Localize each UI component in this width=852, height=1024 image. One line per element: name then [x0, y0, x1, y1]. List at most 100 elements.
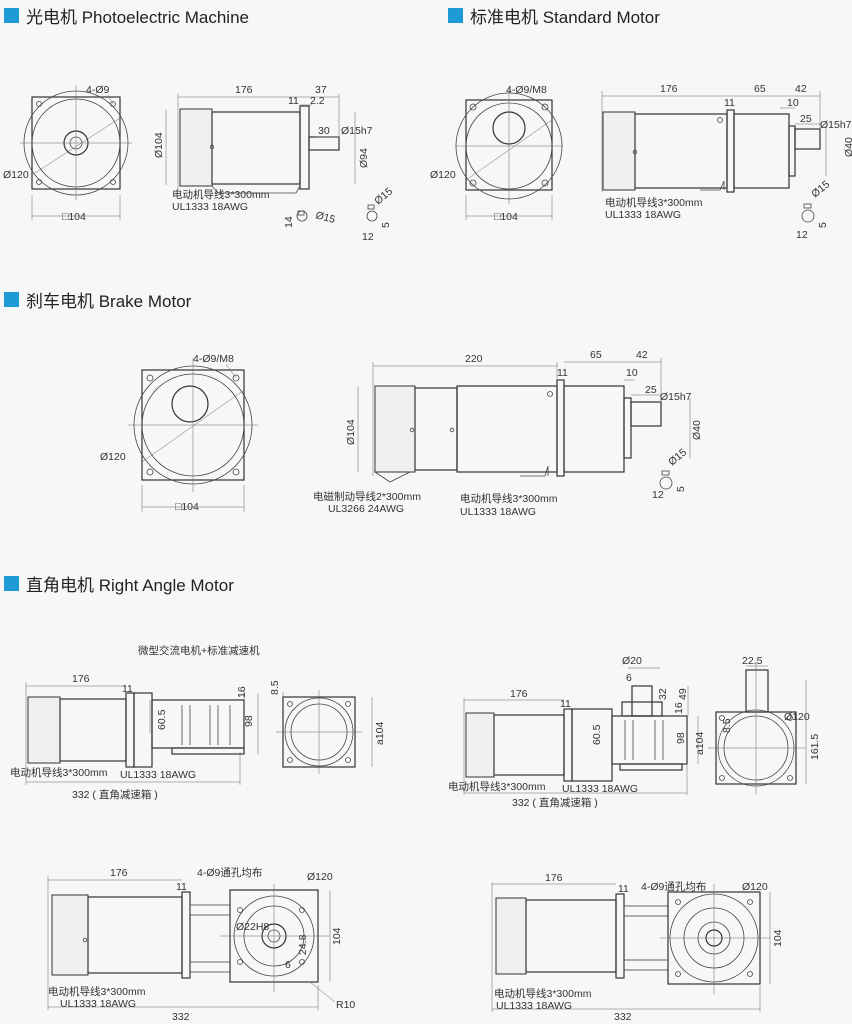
header-brake: 刹车电机 Brake Motor [4, 287, 191, 312]
brake-shaft-label: Ø15h7 [660, 391, 692, 403]
ra3-r10-label: R10 [336, 999, 355, 1011]
photo-holes-label: 4-Ø9 [86, 84, 110, 96]
photo-length-label: 176 [235, 84, 253, 96]
photo-wire1-label: 电动机导线3*300mm [172, 188, 270, 201]
ra2-total-label: 332 ( 直角减速箱 ) [512, 796, 598, 809]
ra2-wire2-label: UL1333 18AWG [562, 783, 638, 795]
ra2-d98-label: 98 [675, 732, 687, 744]
brake-side-view: 220 65 42 11 10 25 Ø15h7 Ø104 Ø40 电磁制动导线… [313, 349, 703, 518]
ra2-shaft-label: Ø20 [622, 655, 642, 667]
photo-key-h-label: 12 [362, 231, 374, 243]
ra2-d32-label: 32 [657, 688, 669, 700]
ra4-wire1-label: 电动机导线3*300mm [494, 987, 592, 1000]
brake-key-h-label: 12 [652, 489, 664, 501]
ra3-d11-label: 11 [176, 881, 187, 893]
ra3-view: 176 11 4-Ø9通孔均布 Ø120 Ø22H8 24.8 6 104 R1… [47, 866, 355, 1023]
section-marker-icon [4, 292, 19, 307]
standard-wire1-label: 电动机导线3*300mm [605, 196, 703, 209]
ra4-circle-label: Ø120 [742, 881, 768, 893]
section-marker-icon [4, 8, 19, 23]
standard-shaft-label: Ø15h7 [820, 119, 852, 131]
brake-wire1-label: 电动机导线3*300mm [460, 492, 558, 505]
photo-d11-label: 11 [288, 95, 299, 107]
standard-d10-label: 10 [787, 97, 799, 109]
ra2-d6-label: 6 [626, 672, 632, 684]
standard-d25-label: 25 [800, 113, 812, 125]
ra2-side-view: 176 11 60.5 98 16 32 49 6 Ø20 电动机导线3*300… [448, 655, 733, 809]
ra3-holes-label: 4-Ø9通孔均布 [197, 866, 262, 879]
brake-d65-label: 65 [590, 349, 602, 361]
photo-d15b-label: Ø15 [372, 185, 395, 207]
ra2-d161-5-label: 161.5 [809, 734, 821, 760]
brake-circle-label: Ø120 [100, 451, 126, 463]
ra4-wire2-label: UL1333 18AWG [496, 1000, 572, 1012]
ra4-length-label: 176 [545, 872, 563, 884]
brake-pilot-label: Ø40 [691, 420, 703, 440]
header-right-angle: 直角电机 Right Angle Motor [4, 571, 234, 596]
ra4-d11-label: 11 [618, 883, 629, 895]
ra2-length-label: 176 [510, 688, 528, 700]
standard-length-label: 176 [660, 83, 678, 95]
standard-side-view: 176 65 42 11 10 25 Ø15h7 Ø40 电动机导线3*300m… [601, 83, 852, 221]
ra1-d98-label: 98 [243, 715, 255, 727]
standard-circle-label: Ø120 [430, 169, 456, 181]
ra1-front-view: 8.5 a104 [269, 680, 386, 774]
ra2-d16-label: 16 [673, 702, 685, 714]
brake-length-label: 220 [465, 353, 483, 365]
header-standard-label: 标准电机 Standard Motor [470, 8, 660, 27]
photo-d2-2-label: 2.2 [310, 95, 325, 107]
ra3-d6-label: 6 [285, 959, 291, 971]
photo-shaft-label: Ø15h7 [341, 125, 373, 137]
photo-wire2-label: UL1333 18AWG [172, 201, 248, 213]
photo-square-label: □104 [62, 211, 86, 223]
brake-d15-label: Ø15 [666, 446, 689, 468]
brake-brake-wire1-label: 电磁制动导线2*300mm [313, 490, 421, 503]
photo-pilot-label: Ø94 [358, 148, 370, 168]
ra4-total-label: 332 [614, 1011, 632, 1023]
ra2-wire1-label: 电动机导线3*300mm [448, 780, 546, 793]
ra1-wire2-label: UL1333 18AWG [120, 769, 196, 781]
standard-d42-label: 42 [795, 83, 807, 95]
ra2-d49-label: 49 [677, 688, 689, 700]
ra3-d24-8-label: 24.8 [297, 934, 309, 955]
ra1-d11-label: 11 [122, 683, 133, 695]
brake-key-section: Ø15 5 12 [652, 446, 689, 501]
header-photoelectric-label: 光电机 Photoelectric Machine [26, 8, 249, 27]
photo-key-w-label: 5 [380, 222, 392, 228]
ra4-holes-label: 4-Ø9通孔均布 [641, 880, 706, 893]
ra1-side-view: 176 11 60.5 98 16 电动机导线3*300mm UL1333 18… [10, 673, 259, 801]
standard-front-view: 4-Ø9/M8 Ø120 □104 [430, 84, 563, 223]
ra3-total-label: 332 [172, 1011, 190, 1023]
standard-d65-label: 65 [754, 83, 766, 95]
standard-wire2-label: UL1333 18AWG [605, 209, 681, 221]
ra3-bore-label: Ø22H8 [236, 921, 269, 933]
ra2-d60-5-label: 60.5 [591, 724, 603, 745]
ra2-front-view: 22.5 Ø120 161.5 [708, 655, 821, 794]
ra3-length-label: 176 [110, 867, 128, 879]
ra2-d11-label: 11 [560, 698, 571, 710]
ra1-wire1-label: 电动机导线3*300mm [10, 766, 108, 779]
ra2-d22-5-label: 22.5 [742, 655, 763, 667]
ra1-d60-5-label: 60.5 [156, 709, 168, 730]
ra1-total-label: 332 ( 直角减速箱 ) [72, 788, 158, 801]
brake-key-w-label: 5 [675, 486, 687, 492]
photo-side-view: 176 37 11 2.2 30 Ø15h7 Ø104 Ø94 电动机导线3*3… [153, 84, 373, 213]
brake-holes-label: 4-Ø9/M8 [193, 353, 234, 365]
ra2-a104-label: a104 [694, 731, 706, 755]
brake-d11-label: 11 [557, 367, 568, 379]
section-marker-icon [4, 576, 19, 591]
standard-square-label: □104 [494, 211, 518, 223]
header-photoelectric: 光电机 Photoelectric Machine [4, 3, 249, 28]
brake-brake-wire2-label: UL3266 24AWG [328, 503, 404, 515]
ra3-circle-label: Ø120 [307, 871, 333, 883]
standard-key-w-label: 5 [817, 222, 829, 228]
brake-height-label: Ø104 [345, 419, 357, 445]
brake-wire2-label: UL1333 18AWG [460, 506, 536, 518]
standard-holes-label: 4-Ø9/M8 [506, 84, 547, 96]
brake-square-label: □104 [175, 501, 199, 513]
header-brake-label: 刹车电机 Brake Motor [26, 292, 192, 311]
photo-key-label: 14 [283, 216, 295, 228]
ra3-wire1-label: 电动机导线3*300mm [48, 985, 146, 998]
brake-d25-label: 25 [645, 384, 657, 396]
